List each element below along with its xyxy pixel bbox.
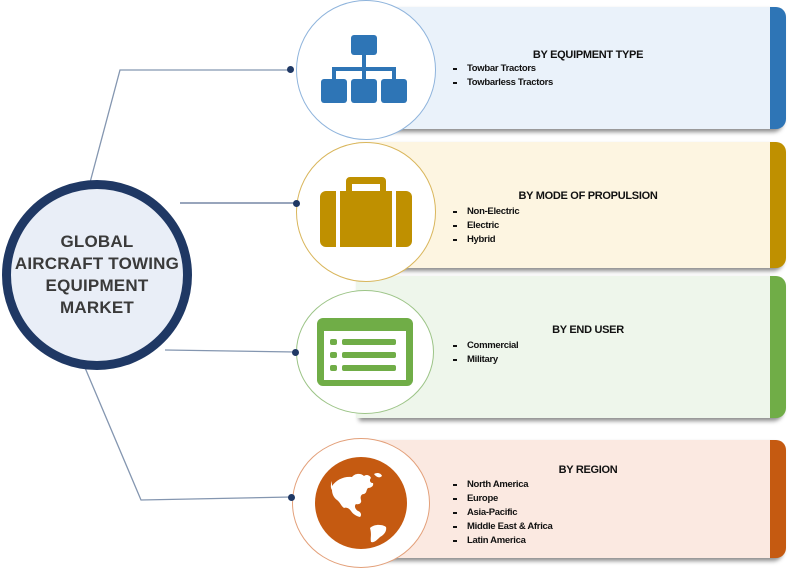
globe-icon [315, 457, 407, 549]
accent-bar [770, 276, 786, 418]
hierarchy-icon [321, 35, 407, 103]
icon-circle-end-user [296, 290, 434, 414]
connector-dot [292, 349, 299, 356]
list-item: Military [452, 353, 518, 367]
briefcase-icon [320, 177, 412, 247]
list-item: Europe [452, 492, 553, 506]
connector-equipment-type [83, 69, 291, 206]
connector-dot [287, 66, 294, 73]
segment-list: Towbar Tractors Towbarless Tractors [452, 62, 553, 90]
list-item: Asia-Pacific [452, 506, 553, 520]
segment-list: Non-Electric Electric Hybrid [452, 205, 520, 247]
list-item: Latin America [452, 534, 553, 548]
segment-title: BY REGION [558, 464, 618, 476]
segment-list: Commercial Military [452, 339, 519, 367]
accent-bar [770, 7, 786, 129]
list-item: Towbar Tractors [452, 62, 553, 76]
list-item: Hybrid [452, 233, 519, 247]
connector-region [82, 362, 292, 501]
accent-bar [770, 142, 786, 268]
market-title: GLOBAL AIRCRAFT TOWING EQUIPMENT MARKET [14, 232, 180, 317]
list-item: Towbarless Tractors [452, 76, 553, 90]
segment-title: BY EQUIPMENT TYPE [532, 49, 644, 61]
connector-dot [288, 494, 295, 501]
list-item: Non-Electric [452, 205, 520, 219]
list-item: North America [452, 478, 553, 492]
segment-list: North America Europe Asia-Pacific Middle… [452, 478, 553, 548]
list-item: Electric [452, 219, 519, 233]
icon-circle-equipment-type [296, 0, 436, 140]
icon-circle-region [292, 438, 430, 568]
list-item: Middle East & Africa [452, 520, 553, 534]
connector-end-user [164, 349, 296, 353]
list-window-icon [317, 318, 413, 386]
accent-bar [770, 440, 786, 558]
segment-title: BY MODE OF PROPULSION [518, 190, 658, 202]
segment-title: BY END USER [552, 324, 624, 336]
market-hub-circle: GLOBAL AIRCRAFT TOWING EQUIPMENT MARKET [2, 180, 192, 370]
icon-circle-propulsion [296, 142, 436, 282]
connector-dot [293, 200, 300, 207]
list-item: Commercial [452, 339, 519, 353]
